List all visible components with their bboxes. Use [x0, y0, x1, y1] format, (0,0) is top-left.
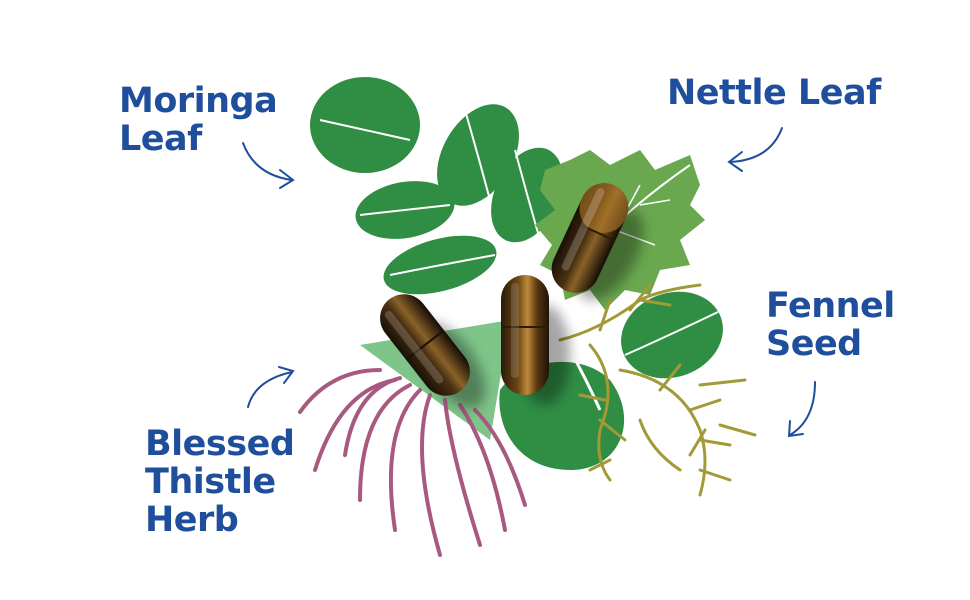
- moringa-label-line-2: Leaf: [119, 119, 202, 159]
- capsule-1: [380, 294, 470, 396]
- blessed-thistle-label: Blessed Thistle Herb: [145, 424, 295, 540]
- thistle-strands: [298, 368, 527, 557]
- fennel-label-line-1: Fennel: [766, 286, 895, 326]
- arrow-thistle-icon: [247, 366, 295, 408]
- capsule-2: [501, 275, 549, 395]
- arrow-moringa-icon: [242, 142, 295, 189]
- fennel-fronds: [558, 283, 757, 497]
- fennel-label-line-2: Seed: [766, 324, 862, 364]
- capsule-3: [551, 183, 629, 293]
- thistle-label-line-3: Herb: [145, 500, 239, 540]
- thistle-label-line-2: Thistle: [145, 462, 276, 502]
- moringa-leaf-label: Moringa Leaf: [119, 81, 278, 159]
- fennel-seed-label: Fennel Seed: [766, 287, 895, 363]
- nettle-label-line-1: Nettle Leaf: [667, 73, 881, 113]
- arrow-fennel-icon: [787, 381, 816, 438]
- thistle-label-line-1: Blessed: [145, 424, 295, 464]
- moringa-leaf-group: [310, 77, 723, 470]
- arrow-nettle-icon: [727, 127, 783, 172]
- nettle-leaf-label: Nettle Leaf: [667, 74, 881, 112]
- moringa-label-line-1: Moringa: [119, 81, 278, 121]
